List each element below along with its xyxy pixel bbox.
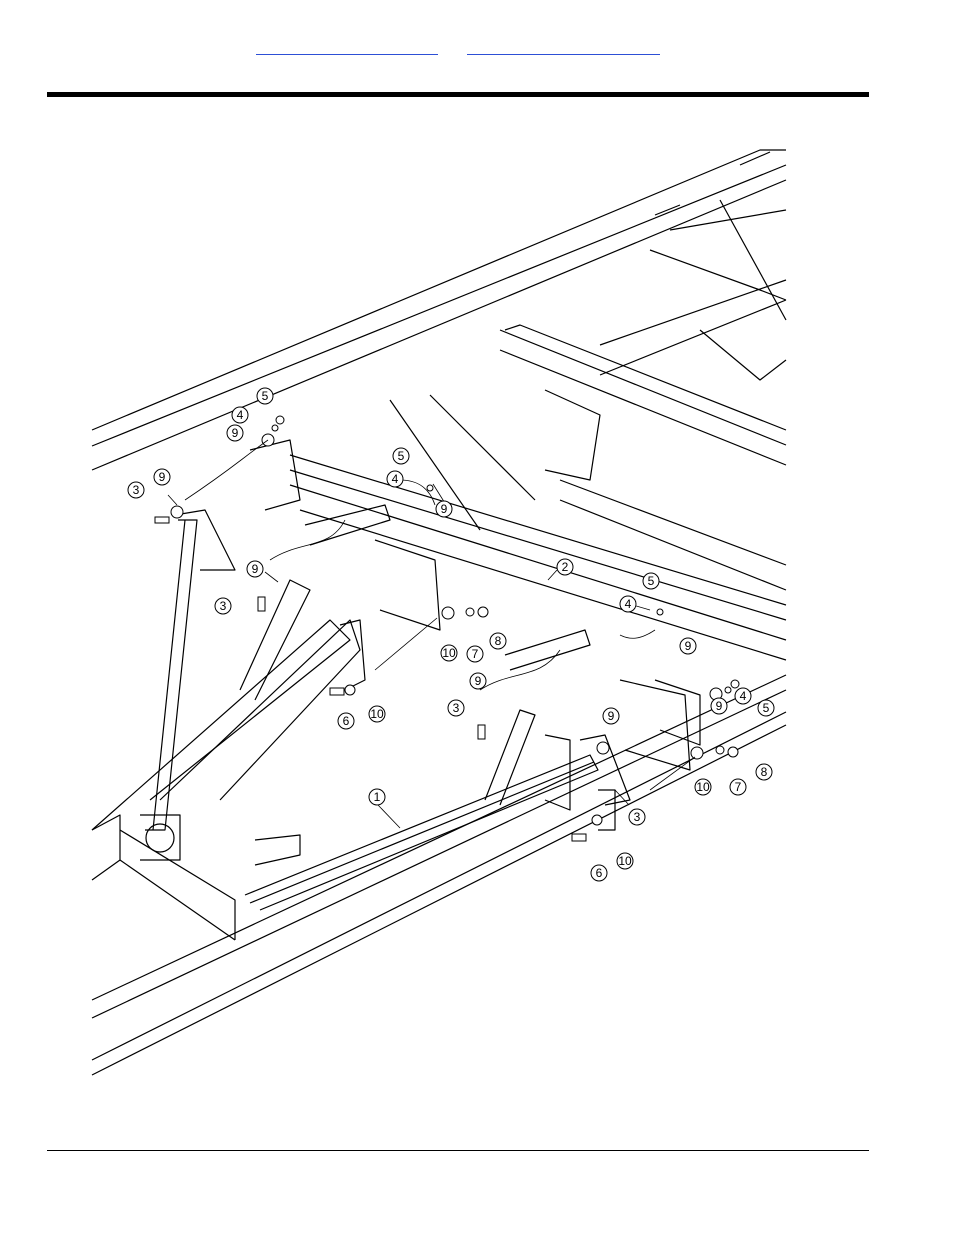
- callout-4: 4: [734, 687, 752, 705]
- callout-label: 6: [343, 714, 350, 728]
- callout-label: 10: [370, 707, 384, 721]
- callout-9: 9: [602, 707, 620, 725]
- callout-label: 9: [608, 709, 615, 723]
- callout-10: 10: [616, 852, 634, 870]
- callout-label: 3: [220, 599, 227, 613]
- callout-5: 5: [256, 387, 274, 405]
- callout-9: 9: [246, 560, 264, 578]
- callout-10: 10: [440, 644, 458, 662]
- callout-label: 7: [735, 780, 742, 794]
- callout-3: 3: [214, 597, 232, 615]
- callout-5: 5: [392, 447, 410, 465]
- callout-4: 4: [386, 470, 404, 488]
- callout-label: 3: [453, 701, 460, 715]
- header-rule: [47, 92, 869, 97]
- callout-9: 9: [226, 424, 244, 442]
- callout-5: 5: [757, 699, 775, 717]
- callout-label: 6: [596, 866, 603, 880]
- callout-10: 10: [368, 705, 386, 723]
- callout-1: 1: [368, 788, 386, 806]
- frame-assembly-drawing: 1 2 3 3 3 3 4 4 4 4 5 5 5 5 6 6 7 7 8 8 9 9 9 9 9 9 9 9 10 10 10 10: [91, 149, 787, 1076]
- callout-10: 10: [694, 778, 712, 796]
- callout-label: 9: [441, 502, 448, 516]
- callout-label: 4: [237, 408, 244, 422]
- callout-4: 4: [231, 406, 249, 424]
- callout-label: 2: [562, 560, 569, 574]
- callout-label: 5: [262, 389, 269, 403]
- callout-9: 9: [710, 697, 728, 715]
- callout-label: 9: [475, 674, 482, 688]
- callout-label: 4: [625, 597, 632, 611]
- callout-label: 10: [618, 854, 632, 868]
- callout-8: 8: [755, 763, 773, 781]
- callout-label: 9: [159, 470, 166, 484]
- callout-5: 5: [642, 572, 660, 590]
- callout-label: 10: [442, 646, 456, 660]
- callout-label: 3: [133, 483, 140, 497]
- callout-label: 9: [716, 699, 723, 713]
- callout-label: 3: [634, 810, 641, 824]
- callout-9: 9: [679, 637, 697, 655]
- callout-label: 4: [740, 689, 747, 703]
- header-link-right[interactable]: [467, 40, 660, 55]
- callout-9: 9: [469, 672, 487, 690]
- callout-label: 7: [472, 647, 479, 661]
- callout-label: 10: [696, 780, 710, 794]
- callout-4: 4: [619, 595, 637, 613]
- callout-6: 6: [590, 864, 608, 882]
- callout-label: 8: [761, 765, 768, 779]
- callout-7: 7: [729, 778, 747, 796]
- callout-9: 9: [435, 500, 453, 518]
- callout-label: 5: [763, 701, 770, 715]
- callout-label: 5: [648, 574, 655, 588]
- callout-6: 6: [337, 712, 355, 730]
- callout-9: 9: [153, 468, 171, 486]
- callout-8: 8: [489, 632, 507, 650]
- footer-rule: [47, 1150, 869, 1151]
- header-link-left[interactable]: [256, 40, 438, 55]
- callout-label: 9: [685, 639, 692, 653]
- callout-label: 8: [495, 634, 502, 648]
- callout-label: 5: [398, 449, 405, 463]
- callout-7: 7: [466, 645, 484, 663]
- callout-2: 2: [556, 558, 574, 576]
- callout-label: 9: [252, 562, 259, 576]
- callout-label: 9: [232, 426, 239, 440]
- callout-3: 3: [447, 699, 465, 717]
- callout-3: 3: [127, 481, 145, 499]
- callout-label: 4: [392, 472, 399, 486]
- callout-label: 1: [374, 790, 381, 804]
- callout-3: 3: [628, 808, 646, 826]
